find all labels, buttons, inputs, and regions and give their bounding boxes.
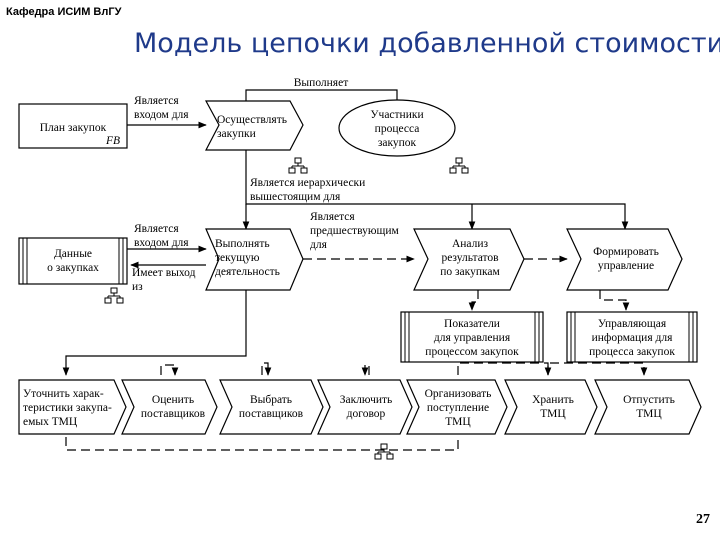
hier-label-2: вышестоящим для bbox=[250, 191, 341, 203]
org-chart-icon bbox=[374, 443, 394, 460]
precedes-label-3: для bbox=[310, 239, 328, 251]
connectors bbox=[62, 89, 629, 376]
step5-label-3: ТМЦ bbox=[445, 416, 471, 428]
executes-label: Выполняет bbox=[294, 77, 348, 89]
bottom-step-4 bbox=[317, 379, 413, 435]
participants-label-2: процесса bbox=[375, 123, 420, 135]
bottom-step-1 bbox=[18, 379, 127, 435]
form-mgmt-function bbox=[566, 228, 683, 291]
step6-label-2: ТМЦ bbox=[540, 408, 566, 420]
dashed-connectors bbox=[65, 255, 648, 451]
step3-label-1: Выбрать bbox=[250, 394, 292, 406]
plan-box bbox=[18, 103, 128, 149]
plan-tag: FB bbox=[105, 135, 120, 147]
step4-label-2: договор bbox=[347, 408, 386, 420]
data-label-1: Данные bbox=[54, 248, 92, 260]
page-number: 27 bbox=[696, 512, 710, 527]
output-label-2: из bbox=[132, 281, 143, 293]
input2-label-2: входом для bbox=[134, 237, 189, 249]
mgmt-info-label-2: информация для bbox=[592, 332, 673, 344]
org-chart-icon bbox=[449, 157, 469, 174]
indicators-label-1: Показатели bbox=[444, 318, 500, 330]
analysis-label-3: по закупкам bbox=[440, 266, 500, 278]
step7-label-2: ТМЦ bbox=[636, 408, 662, 420]
bottom-step-7 bbox=[594, 379, 702, 435]
participants-ellipse bbox=[338, 99, 456, 157]
input2-label-1: Является bbox=[134, 223, 179, 235]
precedes-label-2: предшествующим bbox=[310, 225, 399, 237]
step4-label-1: Заключить bbox=[340, 394, 393, 406]
data-label-2: о закупках bbox=[47, 262, 99, 274]
form-mgmt-label-1: Формировать bbox=[593, 246, 659, 258]
step3-label-2: поставщиков bbox=[239, 408, 304, 420]
execute-label-2: текущую bbox=[215, 252, 260, 264]
indicators-label-2: для управления bbox=[434, 332, 511, 344]
mgmt-info-label-3: процесса закупок bbox=[589, 346, 675, 358]
data-box bbox=[18, 237, 128, 285]
org-chart-icon bbox=[104, 287, 124, 304]
output-label-1: Имеет выход bbox=[132, 267, 196, 279]
bottom-step-3 bbox=[219, 379, 324, 435]
bottom-step-2 bbox=[121, 379, 218, 435]
participants-label-1: Участники bbox=[370, 109, 423, 121]
mgmt-info-box bbox=[566, 311, 698, 363]
org-chart-icon bbox=[288, 157, 308, 174]
input1-label-2: входом для bbox=[134, 109, 189, 121]
analysis-label-2: результатов bbox=[441, 252, 499, 264]
mgmt-info-label-1: Управляющая bbox=[598, 318, 667, 330]
department-label: Кафедра ИСИМ ВлГУ bbox=[6, 6, 122, 18]
indicators-box bbox=[400, 311, 544, 363]
precedes-label-1: Является bbox=[310, 211, 355, 223]
step1-label-2: теристики закупа- bbox=[23, 402, 112, 414]
bottom-step-6 bbox=[504, 379, 598, 435]
hier-label-1: Является иерархически bbox=[250, 177, 365, 189]
analysis-function bbox=[413, 228, 525, 291]
step1-label-1: Уточнить харак- bbox=[23, 388, 104, 400]
step2-label-2: поставщиков bbox=[141, 408, 206, 420]
procure-label-2: закупки bbox=[217, 128, 256, 140]
step5-label-1: Организовать bbox=[425, 388, 492, 400]
participants-label-3: закупок bbox=[378, 137, 417, 149]
procure-function bbox=[204, 100, 304, 151]
step6-label-1: Хранить bbox=[532, 394, 574, 406]
analysis-label-1: Анализ bbox=[452, 238, 489, 250]
plan-label: План закупок bbox=[40, 122, 107, 134]
step5-label-2: поступление bbox=[427, 402, 489, 414]
indicators-label-3: процессом закупок bbox=[425, 346, 519, 358]
execute-label-1: Выполнять bbox=[215, 238, 270, 250]
form-mgmt-label-2: управление bbox=[598, 260, 654, 272]
step2-label-1: Оценить bbox=[152, 394, 194, 406]
procure-label-1: Осуществлять bbox=[217, 114, 287, 126]
execute-function bbox=[205, 228, 304, 291]
input1-label-1: Является bbox=[134, 95, 179, 107]
page-title: Модель цепочки добавленной стоимости bbox=[134, 28, 720, 59]
bottom-step-5 bbox=[406, 379, 508, 435]
diagram-text: План закупок FB Осуществлять закупки Уча… bbox=[23, 77, 675, 428]
execute-label-3: деятельность bbox=[215, 266, 280, 278]
step1-label-3: емых ТМЦ bbox=[23, 416, 78, 428]
box-side-bars bbox=[22, 238, 694, 362]
step7-label-1: Отпустить bbox=[623, 394, 675, 406]
